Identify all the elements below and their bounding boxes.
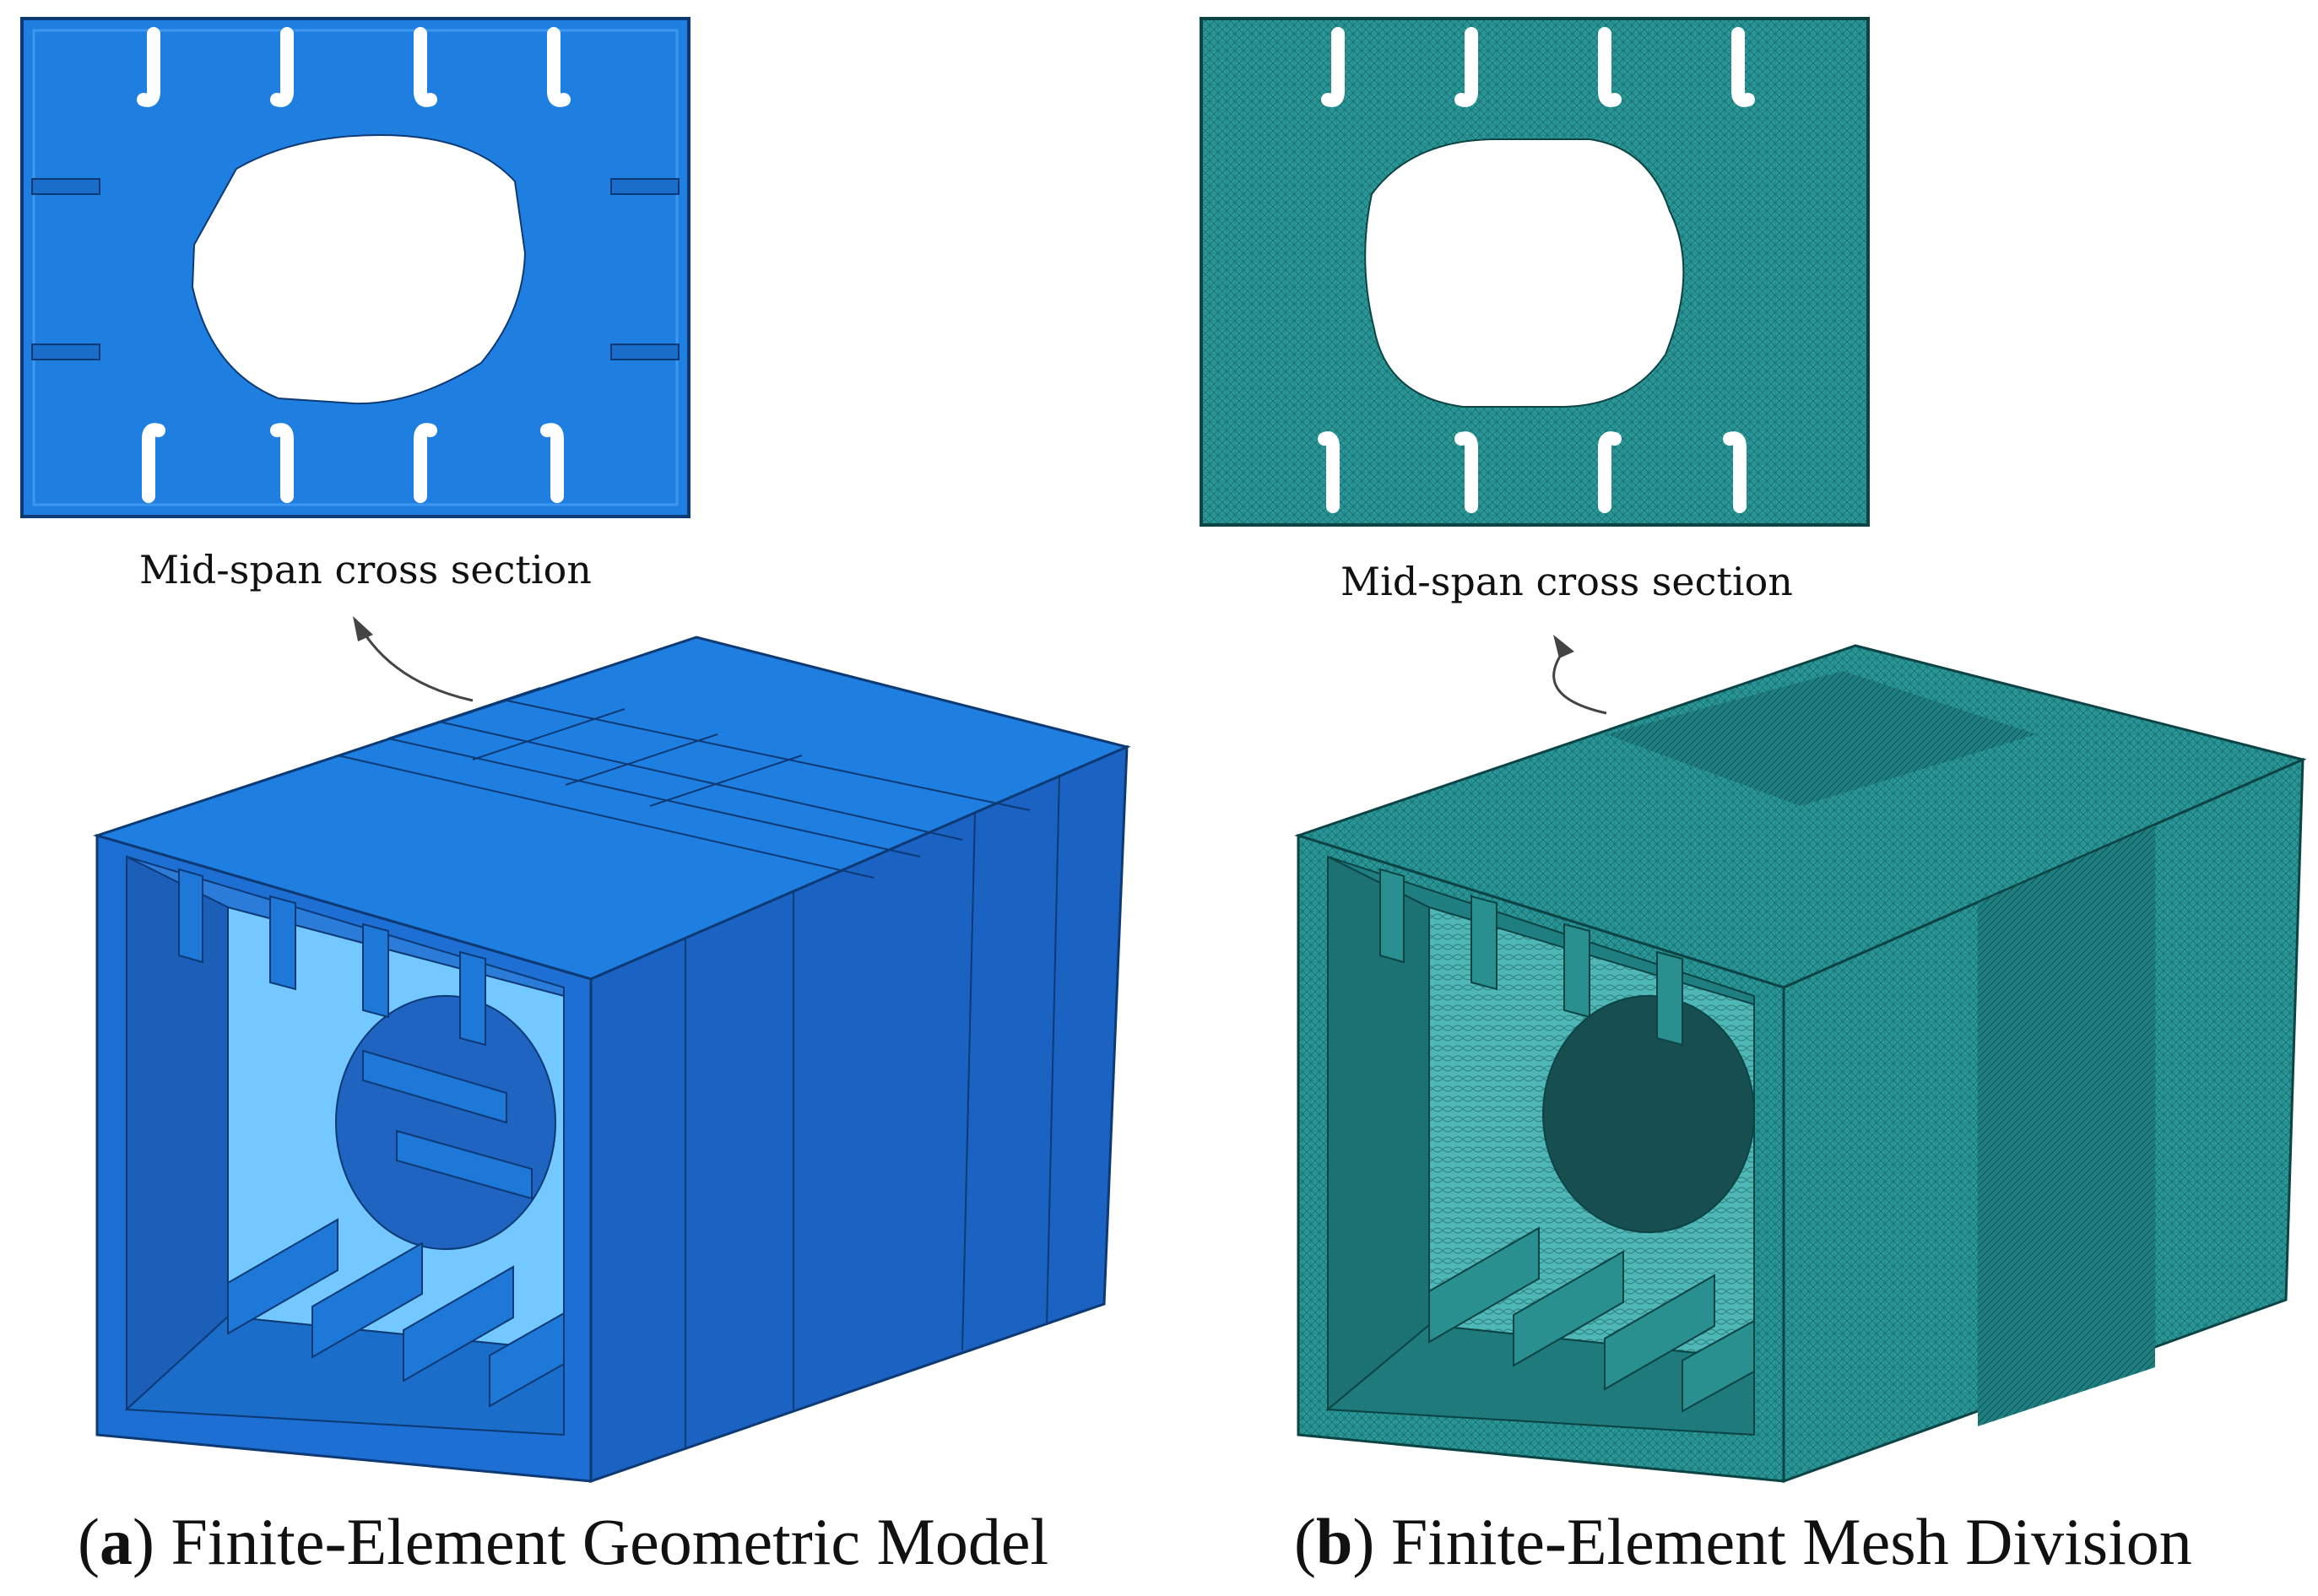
section-arrow bbox=[353, 616, 474, 702]
section-label-a: Mid-span cross section bbox=[139, 547, 592, 592]
mesh-section-arrow bbox=[1552, 635, 1607, 715]
caption-a: (a) Finite-Element Geometric Model bbox=[78, 1504, 1048, 1580]
caption-b-letter: b bbox=[1315, 1505, 1353, 1578]
caption-a-open: ( bbox=[78, 1505, 100, 1578]
box-girder-model bbox=[92, 636, 1131, 1484]
panel-geometric-model: Mid-span cross section (a) Finite-Elemen… bbox=[20, 17, 1131, 1580]
mesh-cross-section-plate bbox=[1200, 17, 1870, 527]
caption-b: (b) Finite-Element Mesh Division bbox=[1294, 1504, 2192, 1580]
caption-b-text: ) Finite-Element Mesh Division bbox=[1352, 1505, 2192, 1578]
panel-mesh-division: Mid-span cross section (b) Finite-Elemen… bbox=[1159, 0, 2318, 1596]
caption-a-text: ) Finite-Element Geometric Model bbox=[132, 1505, 1049, 1578]
central-opening bbox=[191, 133, 527, 405]
caption-b-open: ( bbox=[1294, 1505, 1316, 1578]
mesh-central-opening bbox=[1364, 138, 1685, 408]
geometric-model-figure bbox=[20, 17, 1131, 1484]
cross-section-plate bbox=[20, 17, 691, 518]
mesh-box-girder-model bbox=[1294, 644, 2307, 1484]
section-label-b: Mid-span cross section bbox=[1340, 559, 1793, 604]
mesh-model-figure bbox=[1200, 17, 2307, 1484]
caption-a-letter: a bbox=[99, 1505, 133, 1578]
